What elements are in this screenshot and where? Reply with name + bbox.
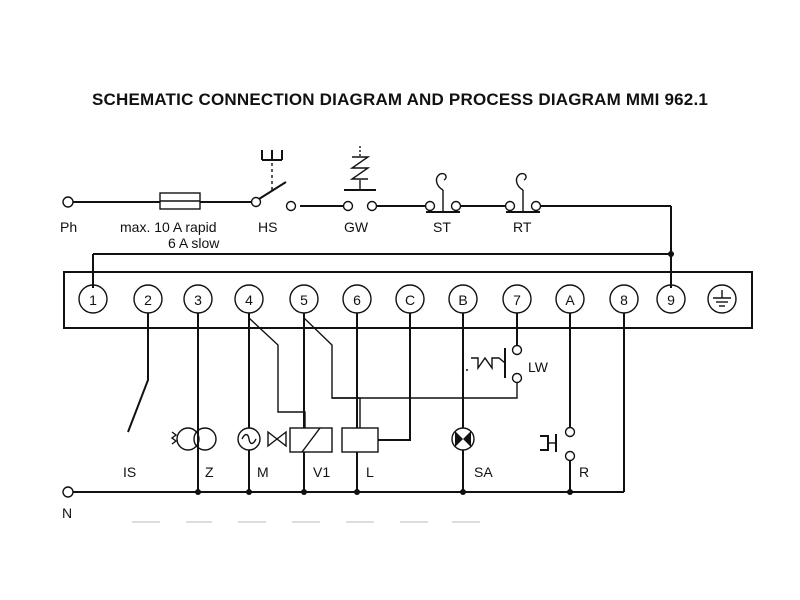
terminal-strip [63, 271, 753, 329]
thermostat-icon [424, 172, 462, 213]
label-Z: Z [205, 464, 214, 480]
label-GW: GW [344, 219, 369, 235]
fuse-rating-label: max. 10 A rapid [120, 219, 217, 235]
terminal-label: 6 [353, 292, 361, 308]
label-HS: HS [258, 219, 277, 235]
phase-label: Ph [60, 219, 77, 235]
terminal-label: 1 [89, 292, 97, 308]
label-RT: RT [513, 219, 532, 235]
transformer-icon [170, 427, 217, 451]
terminal-4: 4 [234, 284, 264, 314]
fuse-slow-label: 6 A slow [168, 235, 220, 251]
neutral-terminal [62, 486, 74, 498]
coil-icon [341, 427, 379, 453]
terminal-label: 9 [667, 292, 675, 308]
terminal-label: 8 [620, 292, 628, 308]
terminal-label: B [458, 292, 467, 308]
label-SA: SA [474, 464, 493, 480]
terminal-3: 3 [183, 284, 213, 314]
neutral-label: N [62, 505, 72, 521]
pressure-switch-icon [342, 146, 378, 212]
terminal-1: 1 [78, 284, 108, 314]
terminal-B: B [448, 284, 478, 314]
coil-icon [289, 427, 333, 453]
terminal-label: 3 [194, 292, 202, 308]
lamp-icon [451, 427, 475, 451]
label-V1: V1 [313, 464, 330, 480]
terminal-9: 9 [656, 284, 686, 314]
motor-icon [237, 427, 261, 451]
earth-icon [707, 284, 737, 314]
fuse-icon [159, 192, 201, 210]
terminal-2: 2 [133, 284, 163, 314]
label-ST: ST [433, 219, 451, 235]
terminal-8: 8 [609, 284, 639, 314]
terminal-label: A [565, 292, 575, 308]
terminal-label: 7 [513, 292, 521, 308]
diagram-title: SCHEMATIC CONNECTION DIAGRAM AND PROCESS… [91, 90, 709, 109]
valve-icon [267, 430, 287, 448]
terminal-7: 7 [502, 284, 532, 314]
label-IS: IS [123, 464, 136, 480]
label-LW: LW [528, 359, 549, 375]
label-L: L [366, 464, 374, 480]
terminal-label: 5 [300, 292, 308, 308]
pressure-switch-icon [462, 344, 523, 384]
label-M: M [257, 464, 269, 480]
pushbutton-icon [540, 426, 576, 462]
switch-icon [127, 313, 149, 433]
terminal-C: C [395, 284, 425, 314]
terminal-label: C [405, 292, 415, 308]
terminal-A: A [555, 284, 585, 314]
terminal-label: 4 [245, 292, 253, 308]
label-R: R [579, 464, 589, 480]
thermostat-icon [504, 172, 542, 213]
phase-supply-line [62, 196, 672, 288]
terminal-label: 2 [144, 292, 152, 308]
switch-icon [250, 150, 297, 212]
terminal-6: 6 [342, 284, 372, 314]
terminal-5: 5 [289, 284, 319, 314]
